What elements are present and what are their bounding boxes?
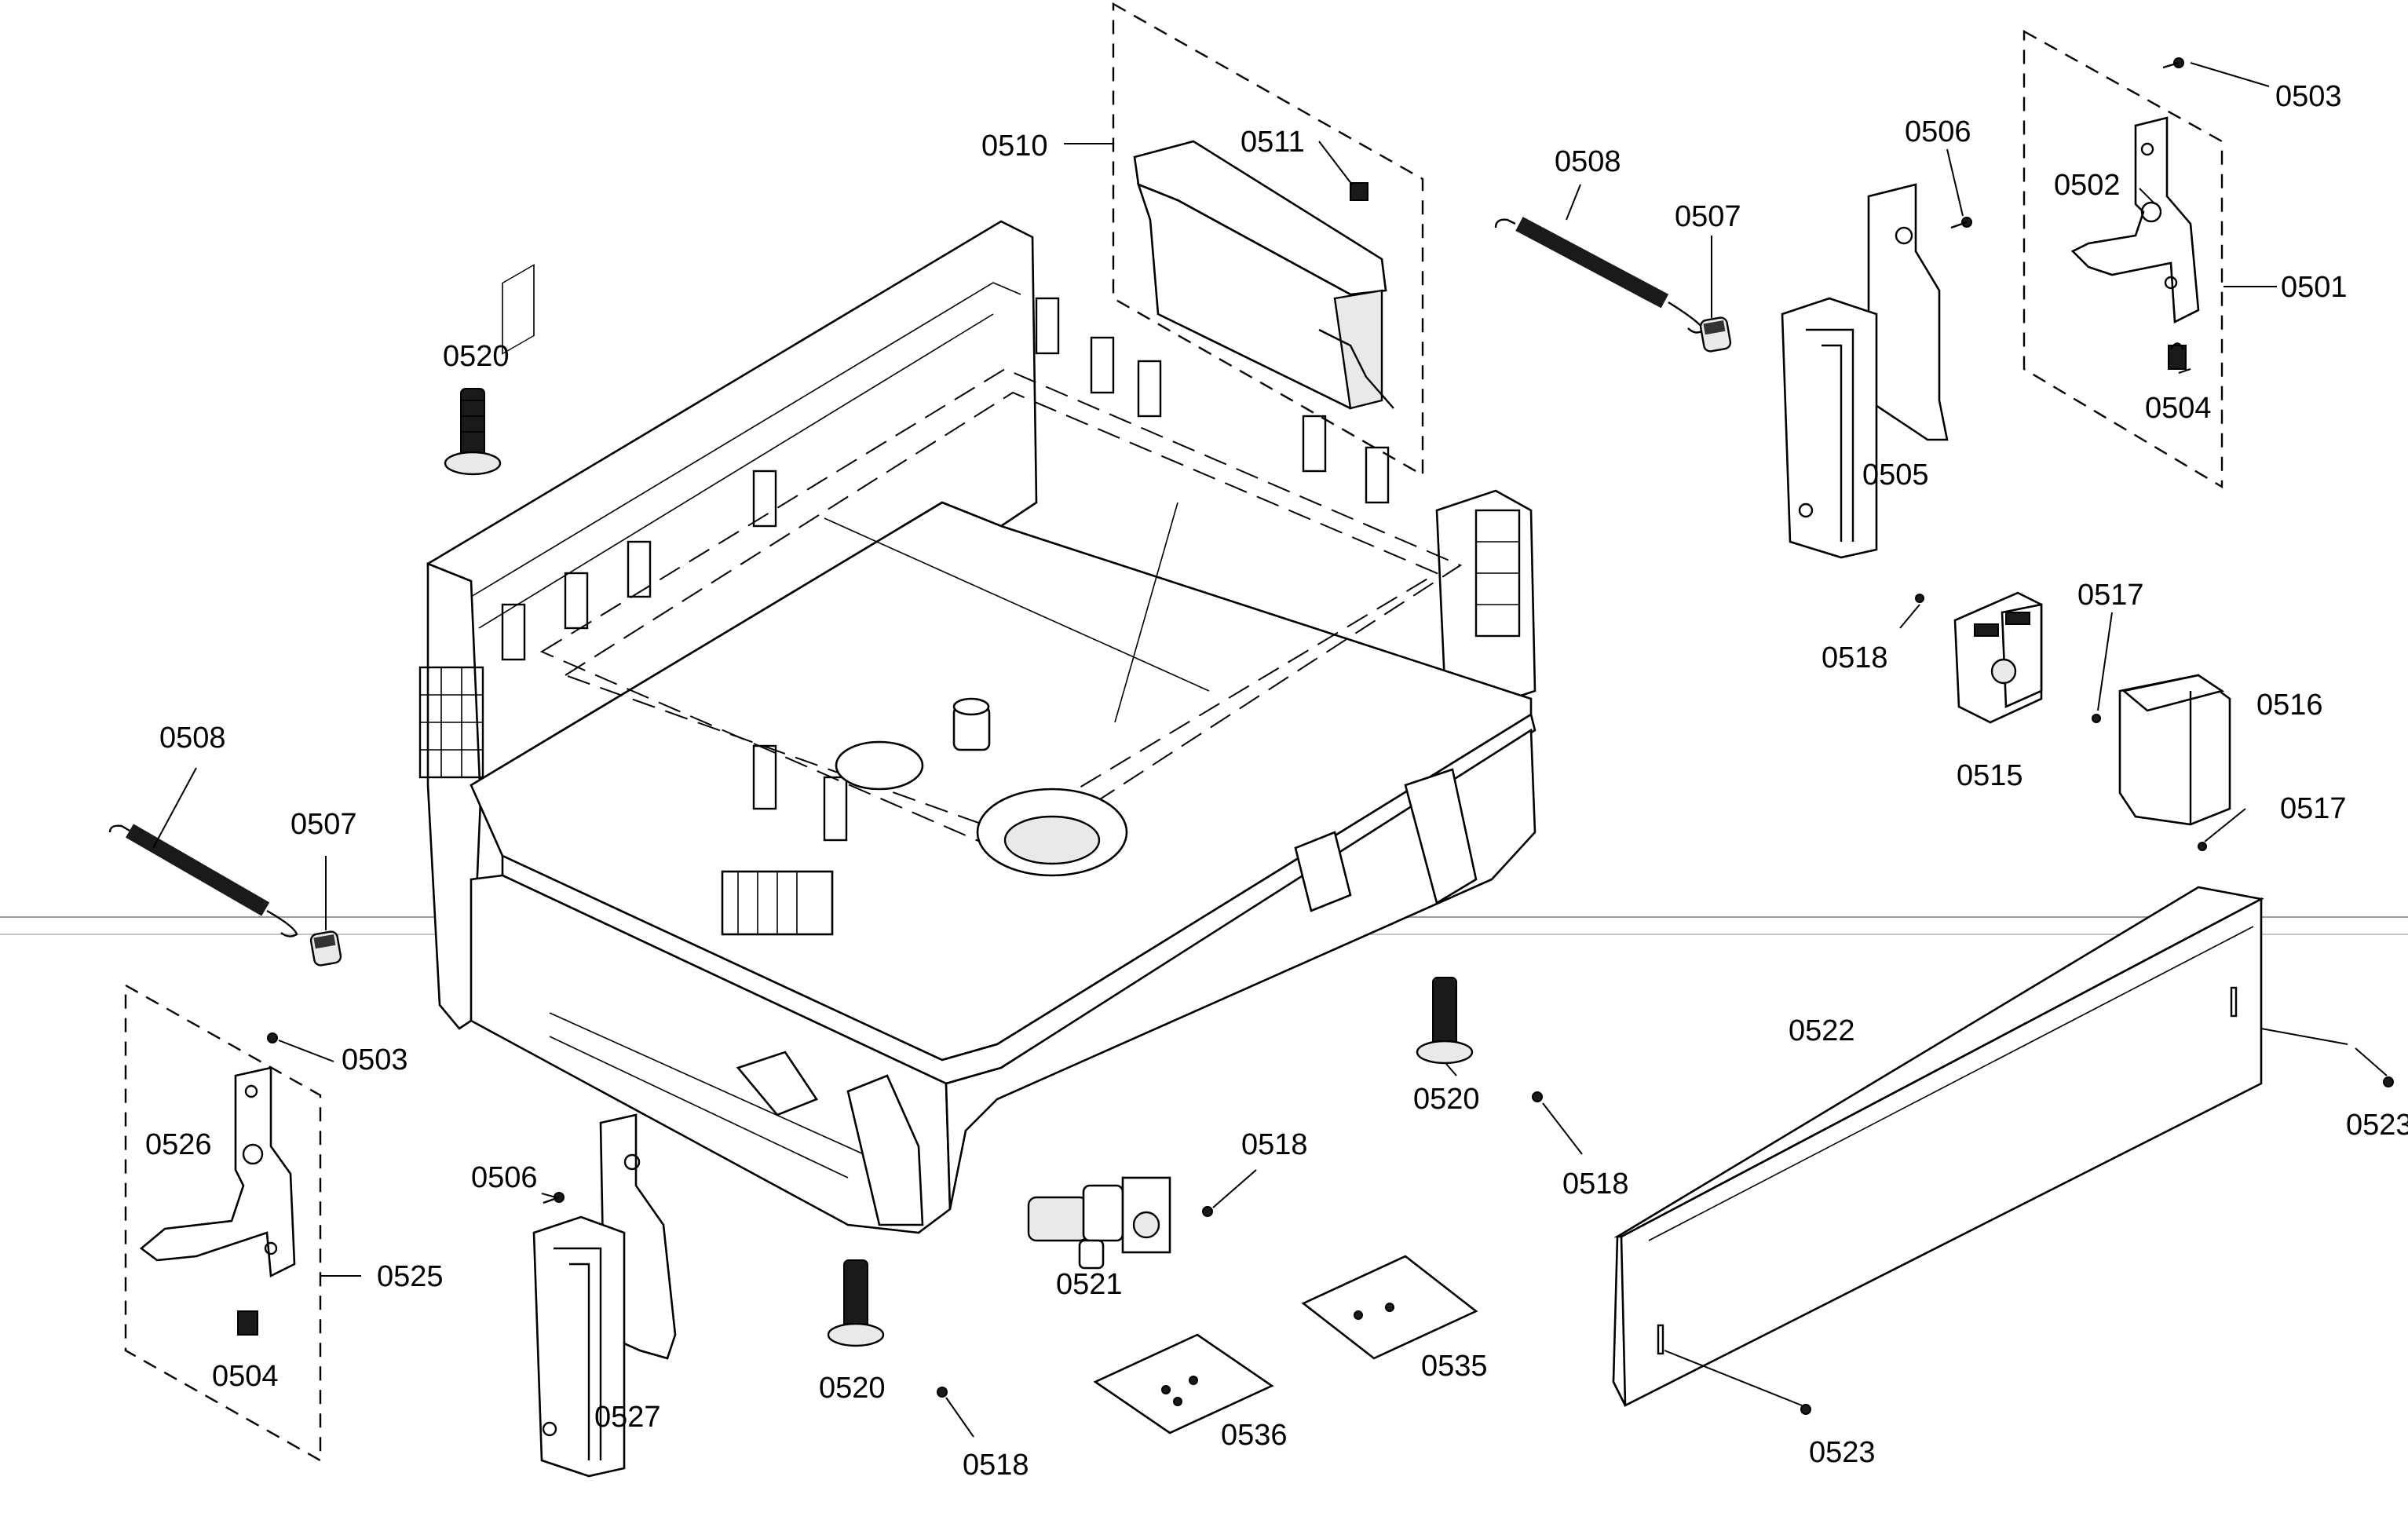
screw-0518-mid [1202, 1206, 1213, 1217]
screw-0506-top [1950, 217, 1972, 229]
small-screws-latch [1915, 594, 2207, 851]
label-0503-top: 0503 [2275, 80, 2342, 113]
back-wall-slots [501, 297, 1390, 842]
callout-labels: 0510 0511 0508 0507 0506 0503 0502 0501 … [145, 80, 2408, 1482]
screw-0518-bottom [937, 1387, 948, 1398]
label-0507-left: 0507 [290, 808, 357, 841]
hinge-bracket-right [1781, 183, 1949, 559]
label-0518-bottom: 0518 [963, 1449, 1029, 1482]
hinge-assembly-right [2023, 29, 2223, 489]
toe-kick-panel [1612, 886, 2264, 1407]
label-0515: 0515 [1957, 759, 2023, 792]
hinge-bracket-left [532, 1113, 677, 1478]
dishwasher-base-frame [418, 220, 1537, 1234]
spring-left [108, 824, 298, 937]
dispenser-clip [1350, 182, 1368, 201]
label-0518-right: 0518 [1562, 1168, 1629, 1201]
leveling-foot-middle [1416, 977, 1474, 1065]
label-0506-left: 0506 [471, 1161, 538, 1194]
label-0521: 0521 [1056, 1268, 1123, 1301]
label-0508-top: 0508 [1555, 145, 1621, 178]
label-0501: 0501 [2281, 271, 2348, 304]
hinge-assembly-left [124, 983, 322, 1463]
label-0525: 0525 [377, 1260, 444, 1293]
label-0517-a: 0517 [2077, 579, 2144, 612]
label-0523-right: 0523 [2346, 1109, 2408, 1142]
leveling-foot-bottom [827, 1259, 885, 1347]
label-0520-top: 0520 [443, 340, 510, 373]
label-0536: 0536 [1221, 1419, 1288, 1452]
label-0507-top: 0507 [1675, 200, 1741, 233]
label-0518-mid: 0518 [1241, 1128, 1308, 1161]
label-0503-left: 0503 [342, 1043, 408, 1076]
label-0504-left: 0504 [212, 1360, 279, 1393]
hardware-bag-0536 [1093, 1333, 1274, 1434]
screw-0518-right [1532, 1091, 1543, 1102]
label-0516: 0516 [2256, 689, 2323, 722]
label-0504-top: 0504 [2145, 392, 2212, 425]
right-vent [1474, 509, 1521, 638]
screw-0523-bottom [1800, 1404, 1811, 1415]
label-0523-bottom: 0523 [1809, 1436, 1876, 1469]
label-0518-a: 0518 [1822, 641, 1888, 674]
label-0520-middle: 0520 [1413, 1083, 1480, 1116]
label-0502: 0502 [2054, 169, 2121, 202]
label-0506-top: 0506 [1905, 115, 1971, 148]
screw-0506-left [543, 1192, 565, 1204]
latch-cover [2118, 674, 2231, 826]
label-0511: 0511 [1241, 126, 1305, 159]
hardware-bag-0535 [1301, 1255, 1478, 1360]
spring-right [1494, 217, 1705, 334]
spring-cap-right [1699, 316, 1732, 353]
latch-bracket [1953, 591, 2043, 724]
leveling-foot-top [444, 388, 502, 476]
label-0535: 0535 [1421, 1350, 1488, 1383]
leader-lines [152, 62, 2388, 1438]
label-0517-b: 0517 [2280, 792, 2347, 825]
water-inlet-valve [1027, 1176, 1171, 1270]
screw-0523-right [2383, 1076, 2394, 1087]
label-0508-left: 0508 [159, 722, 226, 755]
label-0522: 0522 [1789, 1014, 1855, 1047]
spring-cap-left [309, 930, 342, 967]
label-0520-bottom: 0520 [819, 1372, 886, 1405]
label-0505: 0505 [1862, 459, 1929, 492]
detergent-dispenser-group [1112, 2, 1424, 477]
label-0526: 0526 [145, 1128, 212, 1161]
label-0510: 0510 [981, 130, 1048, 163]
label-0527: 0527 [594, 1401, 661, 1434]
side-grid [418, 666, 484, 779]
